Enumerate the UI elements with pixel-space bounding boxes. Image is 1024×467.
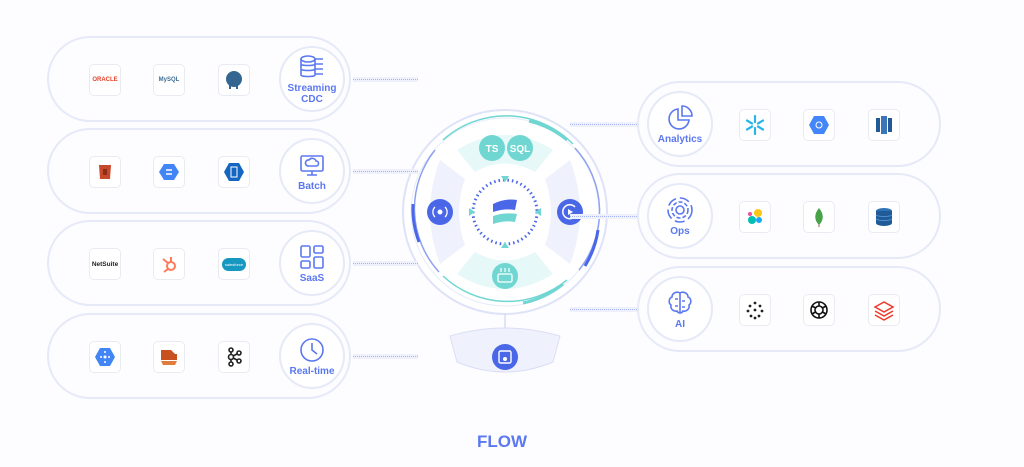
google-pubsub-logo[interactable] bbox=[89, 341, 121, 373]
elastic-logo[interactable] bbox=[739, 201, 771, 233]
category-label: SaaS bbox=[299, 272, 325, 284]
aws-s3-logo[interactable] bbox=[89, 156, 121, 188]
cloud-monitor-icon bbox=[298, 151, 326, 179]
source-group-batch: Batch bbox=[47, 128, 351, 214]
bigquery-logo[interactable] bbox=[803, 109, 835, 141]
dynamodb-logo[interactable] bbox=[868, 201, 900, 233]
hubspot-logo[interactable] bbox=[153, 248, 185, 280]
category-label: Ops bbox=[670, 225, 690, 237]
destination-group-ops: Ops bbox=[637, 173, 941, 259]
brain-icon bbox=[666, 289, 694, 317]
category-node[interactable]: Analytics bbox=[647, 91, 713, 157]
arrow-icon bbox=[501, 176, 509, 182]
flow-hub: TS SQL bbox=[402, 109, 608, 373]
connector-line bbox=[353, 261, 418, 266]
databricks-logo[interactable] bbox=[868, 294, 900, 326]
aws-kinesis-logo[interactable] bbox=[153, 341, 185, 373]
clock-icon bbox=[298, 336, 326, 364]
google-cloud-storage-logo[interactable] bbox=[153, 156, 185, 188]
database-stream-icon bbox=[298, 53, 326, 81]
source-group-real-time: Real-time bbox=[47, 313, 351, 399]
connector-line bbox=[353, 169, 418, 174]
category-label: Streaming CDC bbox=[287, 83, 337, 105]
mysql-logo[interactable]: MySQL bbox=[153, 64, 185, 96]
netsuite-logo[interactable]: NetSuite bbox=[89, 248, 121, 280]
openai-logo[interactable] bbox=[803, 294, 835, 326]
materialize-replay-icon[interactable] bbox=[557, 199, 583, 225]
azure-storage-logo[interactable] bbox=[218, 156, 250, 188]
postgresql-logo[interactable] bbox=[218, 64, 250, 96]
ts-label: TS bbox=[486, 144, 499, 155]
sql-badge[interactable]: SQL bbox=[507, 135, 533, 161]
connector-line bbox=[570, 307, 637, 312]
connector-line bbox=[570, 214, 637, 219]
category-label: AI bbox=[675, 318, 685, 330]
category-label: Real-time bbox=[289, 365, 335, 377]
category-node[interactable]: Ops bbox=[647, 183, 713, 249]
source-group-saas: SaaS NetSuite salesforce bbox=[47, 220, 351, 306]
capture-broadcast-icon[interactable] bbox=[427, 199, 453, 225]
destination-group-ai: AI bbox=[637, 266, 941, 352]
source-group-streaming-cdc: Streaming CDC ORACLE MySQL bbox=[47, 36, 351, 122]
category-node[interactable]: AI bbox=[647, 276, 713, 342]
mongodb-logo[interactable] bbox=[803, 201, 835, 233]
save-disk-icon[interactable] bbox=[492, 344, 518, 370]
gear-icon bbox=[666, 196, 694, 224]
estuary-logo-icon bbox=[493, 199, 517, 224]
diagram-title: FLOW bbox=[476, 432, 528, 451]
pinecone-logo[interactable] bbox=[739, 294, 771, 326]
connector-line bbox=[570, 122, 637, 127]
redshift-logo[interactable] bbox=[868, 109, 900, 141]
category-node[interactable]: Real-time bbox=[279, 323, 345, 389]
storage-inbox-icon[interactable] bbox=[492, 263, 518, 289]
connector-line bbox=[353, 354, 418, 359]
category-label: Analytics bbox=[657, 133, 703, 145]
salesforce-logo[interactable]: salesforce bbox=[218, 248, 250, 280]
sql-label: SQL bbox=[510, 144, 531, 155]
pie-chart-icon bbox=[666, 104, 694, 132]
snowflake-logo[interactable] bbox=[739, 109, 771, 141]
category-node[interactable]: Streaming CDC bbox=[279, 46, 345, 112]
destination-group-analytics: Analytics bbox=[637, 81, 941, 167]
category-node[interactable]: SaaS bbox=[279, 230, 345, 296]
grid-apps-icon bbox=[298, 243, 326, 271]
category-node[interactable]: Batch bbox=[279, 138, 345, 204]
ts-badge[interactable]: TS bbox=[479, 135, 505, 161]
kafka-logo[interactable] bbox=[218, 341, 250, 373]
connector-line bbox=[353, 77, 418, 82]
category-label: Batch bbox=[298, 180, 326, 192]
oracle-logo[interactable]: ORACLE bbox=[89, 64, 121, 96]
